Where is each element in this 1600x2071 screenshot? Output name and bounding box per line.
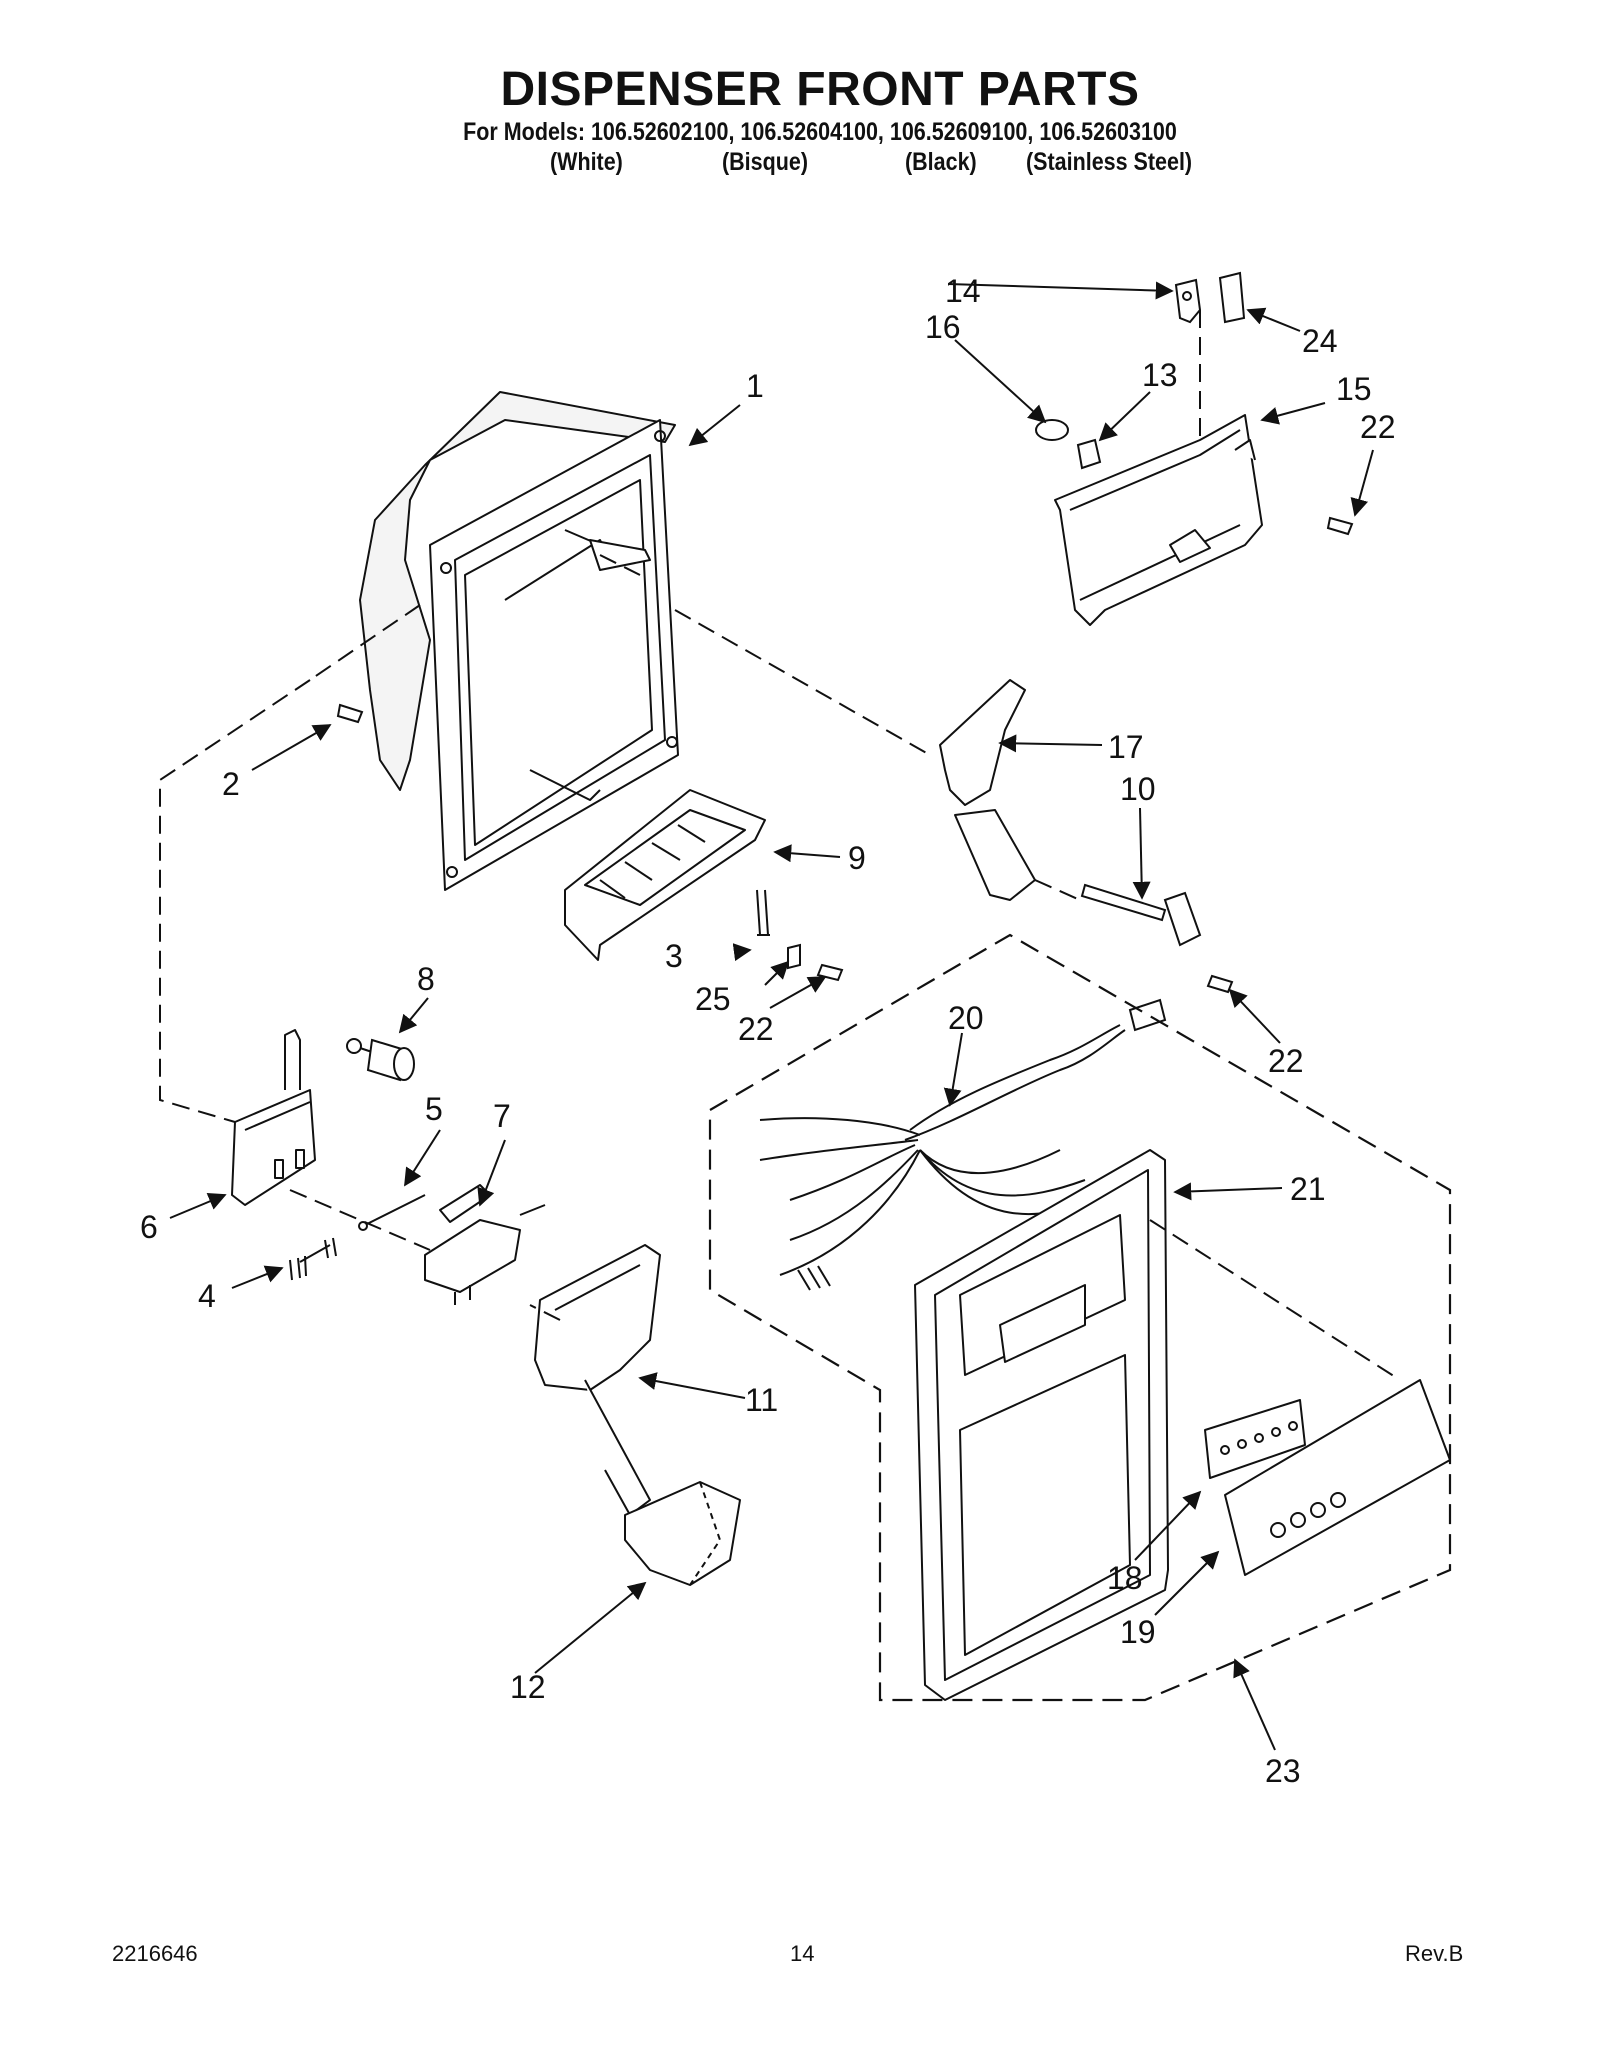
- callout-17: 17: [1108, 729, 1144, 765]
- part-15-upper-housing: [1054, 414, 1263, 626]
- part-17-lever-bracket: [939, 679, 1036, 901]
- page-number: 14: [790, 1941, 815, 1966]
- part-7-actuator: [424, 1184, 546, 1305]
- callout-1: 1: [746, 368, 764, 404]
- part-21-front-panel: [914, 1149, 1169, 1701]
- callout-25: 25: [695, 981, 731, 1017]
- callout-14: 14: [945, 273, 981, 309]
- callout-11: 11: [745, 1382, 778, 1418]
- variant-white: (White): [550, 148, 623, 176]
- callout-22-upper: 22: [1360, 409, 1396, 445]
- doc-number: 2216646: [112, 1941, 198, 1966]
- assembly-23-outline: [708, 933, 1452, 1702]
- part-24-insulator: [1218, 271, 1246, 324]
- callout-9: 9: [848, 840, 866, 876]
- part-6-switch-block: [231, 1029, 316, 1206]
- part-10-rod: [1080, 883, 1202, 947]
- part-11-cradle: [534, 1244, 661, 1516]
- part-16-bulb: [1035, 419, 1069, 441]
- callout-18: 18: [1107, 1560, 1143, 1596]
- part-8-solenoid: [346, 1038, 415, 1082]
- model-list: For Models: 106.52602100, 106.52604100, …: [463, 118, 1177, 146]
- part-13-socket: [1076, 438, 1102, 470]
- callout-numbers: 1 2 3 4 5 6 7 8 9 10 11 12 13 14 15 16 1…: [140, 273, 1396, 1789]
- variant-stainless-steel: (Stainless Steel): [1026, 148, 1193, 176]
- variant-bisque: (Bisque): [722, 148, 808, 176]
- callout-21: 21: [1290, 1171, 1326, 1207]
- part-20-wire-harness: [759, 998, 1167, 1291]
- callout-22-middle: 22: [738, 1011, 774, 1047]
- part-12-drip-tray: [624, 1481, 741, 1586]
- callout-13: 13: [1142, 357, 1178, 393]
- callout-20: 20: [948, 1000, 984, 1036]
- part-19-overlay: [1224, 1379, 1451, 1576]
- callout-23: 23: [1265, 1753, 1301, 1789]
- part-5-pin: [358, 1194, 426, 1231]
- callout-leaders: [169, 281, 1374, 1751]
- part-14-switch: [1174, 278, 1202, 324]
- callout-15: 15: [1336, 371, 1372, 407]
- callout-3: 3: [665, 938, 683, 974]
- callout-7: 7: [493, 1098, 511, 1134]
- callout-8: 8: [417, 961, 435, 997]
- part-9-chute-guide: [564, 789, 766, 961]
- callout-10: 10: [1120, 771, 1156, 807]
- callout-2: 2: [222, 766, 240, 802]
- callout-24: 24: [1302, 323, 1338, 359]
- callout-5: 5: [425, 1091, 443, 1127]
- callout-19: 19: [1120, 1614, 1156, 1650]
- callout-12: 12: [510, 1669, 546, 1705]
- part-3-spring: [756, 889, 770, 936]
- assembly-guide-lines: [159, 310, 1401, 1381]
- callout-6: 6: [140, 1209, 158, 1245]
- variant-black: (Black): [905, 148, 977, 176]
- callout-22-right: 22: [1268, 1043, 1304, 1079]
- part-25-clip: [787, 943, 801, 970]
- part-1-dispenser-housing: [359, 391, 679, 891]
- revision-label: Rev.B: [1405, 1941, 1464, 1966]
- part-18-control-board: [1204, 1399, 1306, 1479]
- page-title: DISPENSER FRONT PARTS: [500, 63, 1140, 116]
- part-4-springs: [289, 1237, 337, 1281]
- callout-16: 16: [925, 309, 961, 345]
- callout-4: 4: [198, 1278, 216, 1314]
